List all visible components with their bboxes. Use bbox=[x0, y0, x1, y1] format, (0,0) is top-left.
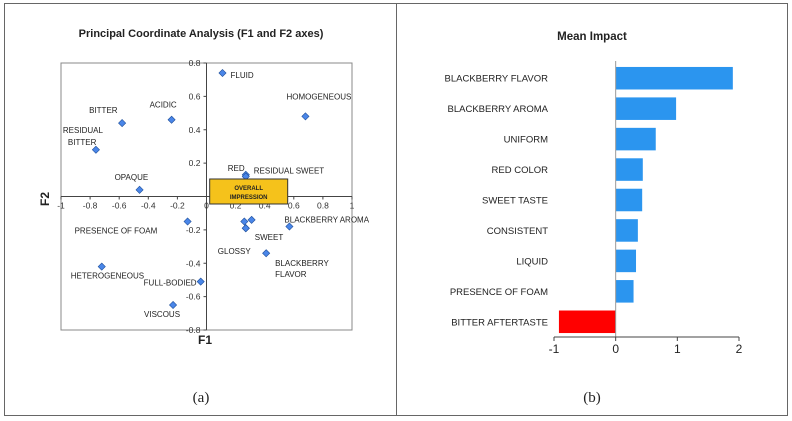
bar-category-label: SWEET TASTE bbox=[482, 196, 548, 207]
scatter-x-tick-label: -0.2 bbox=[170, 201, 185, 211]
bar bbox=[615, 158, 643, 181]
scatter-y-tick-label: -0.4 bbox=[186, 258, 201, 268]
scatter-point bbox=[240, 217, 249, 226]
scatter-point-label: OPAQUE bbox=[115, 173, 149, 182]
panel-a-label: (a) bbox=[193, 390, 210, 406]
bar-category-label: BLACKBERRY AROMA bbox=[448, 104, 549, 115]
scatter-point bbox=[169, 300, 178, 309]
scatter-title: Principal Coordinate Analysis (F1 and F2… bbox=[79, 28, 324, 40]
scatter-point-label: PRESENCE OF FOAM bbox=[75, 227, 158, 236]
scatter-point-label: FLUID bbox=[231, 71, 254, 80]
bar-category-label: BLACKBERRY FLAVOR bbox=[445, 74, 549, 85]
scatter-point-label: BLACKBERRY bbox=[275, 259, 329, 268]
bar bbox=[615, 97, 677, 120]
scatter-x-tick-label: -0.6 bbox=[112, 201, 127, 211]
scatter-point bbox=[91, 145, 100, 154]
scatter-point-label: BITTER bbox=[68, 138, 97, 147]
panel-b-label: (b) bbox=[583, 390, 601, 406]
panel-a: Principal Coordinate Analysis (F1 and F2… bbox=[38, 28, 370, 406]
panel-b: Mean Impact BLACKBERRY FLAVOR BLACKBERRY … bbox=[445, 31, 743, 406]
scatter-point-label: RESIDUAL SWEET bbox=[254, 166, 324, 175]
bar-x-tick-label: 0 bbox=[612, 342, 619, 356]
scatter-point bbox=[135, 185, 144, 194]
scatter-x-tick-label: 0.8 bbox=[317, 201, 329, 211]
scatter-x-tick-label: 0.2 bbox=[230, 201, 242, 211]
scatter-point-label: HOMOGENEOUS bbox=[286, 92, 351, 101]
scatter-point-label: SWEET bbox=[255, 233, 284, 242]
bar-category-label: RED COLOR bbox=[492, 165, 549, 176]
scatter-point-label: BLACKBERRY AROMA bbox=[284, 216, 369, 225]
scatter-ylabel: F2 bbox=[38, 192, 52, 206]
scatter-y-tick-label: 0.8 bbox=[189, 58, 201, 68]
bar bbox=[615, 127, 656, 151]
scatter-point-label: FULL-BODIED bbox=[144, 279, 197, 288]
scatter-point-label: GLOSSY bbox=[218, 247, 252, 256]
scatter-point-label: HETEROGENEOUS bbox=[71, 272, 144, 281]
bar bbox=[558, 310, 616, 334]
scatter-point-label: FLAVOR bbox=[275, 270, 307, 279]
scatter-y-tick-label: 0.6 bbox=[189, 91, 201, 101]
scatter-y-tick-label: 0.2 bbox=[189, 158, 201, 168]
bar bbox=[615, 188, 643, 212]
scatter-x-tick-label: -1 bbox=[57, 201, 65, 211]
figure-frame: Principal Coordinate Analysis (F1 and F2… bbox=[4, 3, 788, 416]
annotation-line-1: OVERALL bbox=[234, 186, 263, 192]
bar bbox=[615, 66, 733, 90]
bar-category-label: CONSISTENT bbox=[487, 226, 548, 237]
scatter-point bbox=[167, 115, 176, 124]
scatter-point-label: BITTER bbox=[89, 106, 118, 115]
scatter-x-tick-label: 0.4 bbox=[259, 201, 271, 211]
annotation-line-2: IMPRESSION bbox=[230, 195, 268, 201]
scatter-point bbox=[301, 112, 310, 121]
overall-impression-annotation: OVERALL IMPRESSION bbox=[209, 178, 289, 205]
bar bbox=[615, 219, 638, 242]
bar bbox=[615, 249, 637, 273]
bar-title: Mean Impact bbox=[557, 31, 627, 43]
scatter-point-label: VISCOUS bbox=[144, 310, 180, 319]
scatter-y-tick-label: -0.2 bbox=[186, 225, 201, 235]
scatter-y-tick-label: 0.4 bbox=[189, 125, 201, 135]
scatter-point bbox=[285, 222, 294, 231]
scatter-point bbox=[118, 119, 127, 128]
bar-category-label: PRESENCE OF FOAM bbox=[450, 287, 548, 298]
scatter-y-tick-label: -0.6 bbox=[186, 292, 201, 302]
scatter-point-label: RESIDUAL bbox=[63, 126, 104, 135]
scatter-point bbox=[97, 262, 106, 271]
scatter-x-tick-label: -0.4 bbox=[141, 201, 156, 211]
scatter-point bbox=[262, 249, 271, 258]
scatter-xlabel: F1 bbox=[198, 333, 212, 347]
scatter-point-label: ACIDIC bbox=[150, 101, 177, 110]
scatter-x-tick-label: 0 bbox=[204, 201, 209, 211]
bar-category-label: LIQUID bbox=[516, 256, 548, 267]
bar-x-tick-label: 2 bbox=[736, 342, 743, 356]
figure-canvas: Principal Coordinate Analysis (F1 and F2… bbox=[4, 3, 788, 416]
scatter-y-tick-label: -0.8 bbox=[186, 325, 201, 335]
scatter-point-label: RED bbox=[228, 164, 245, 173]
bar-x-tick-label: -1 bbox=[549, 342, 560, 356]
scatter-point bbox=[218, 68, 227, 78]
bar-category-label: BITTER AFTERTASTE bbox=[451, 317, 548, 328]
scatter-point bbox=[196, 277, 205, 286]
scatter-point bbox=[241, 224, 250, 233]
bar-x-tick-label: 1 bbox=[674, 342, 681, 356]
scatter-x-tick-label: 1 bbox=[350, 201, 355, 211]
bar bbox=[615, 280, 634, 303]
scatter-x-tick-label: -0.8 bbox=[83, 201, 98, 211]
scatter-x-tick-label: 0.6 bbox=[288, 201, 300, 211]
bar-category-label: UNIFORM bbox=[504, 135, 548, 146]
scatter-point bbox=[247, 215, 256, 224]
scatter-point bbox=[183, 217, 192, 226]
